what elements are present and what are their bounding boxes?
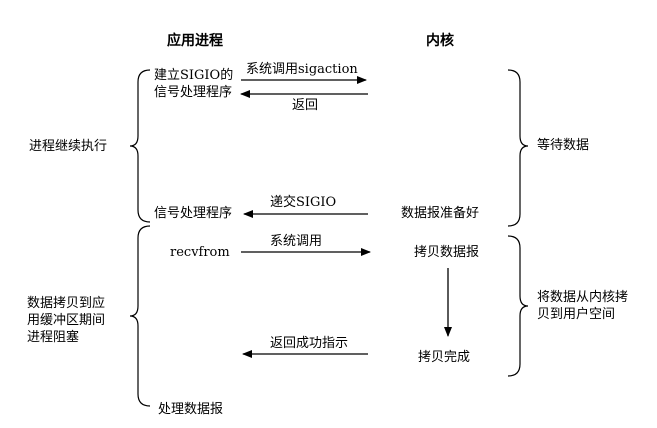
app-signal-handler: 信号处理程序 <box>154 206 233 221</box>
label-deliver-sigio: 递交SIGIO <box>270 195 337 210</box>
header-kernel: 内核 <box>426 33 454 49</box>
left-phase-blocked-line2: 用缓冲区期间 <box>27 313 106 328</box>
right-brace-wait <box>507 69 529 227</box>
label-sigaction-call: 系统调用sigaction <box>246 62 358 77</box>
app-create-handler-line2: 信号处理程序 <box>154 85 233 100</box>
app-recvfrom: recvfrom <box>170 245 230 260</box>
app-process-datagram: 处理数据报 <box>158 402 224 417</box>
left-phase-continue: 进程继续执行 <box>29 139 108 154</box>
left-phase-blocked-line1: 数据拷贝到应 <box>27 296 106 311</box>
kernel-copy-complete: 拷贝完成 <box>418 350 471 365</box>
label-system-call: 系统调用 <box>270 234 323 249</box>
header-app-process: 应用进程 <box>167 33 223 49</box>
right-phase-copy-line2: 贝到用户空间 <box>537 307 616 322</box>
left-phase-blocked-line3: 进程阻塞 <box>27 330 80 345</box>
right-phase-wait-data: 等待数据 <box>537 138 590 153</box>
right-phase-copy-line1: 将数据从内核拷 <box>537 290 629 305</box>
right-brace-copy <box>507 235 529 377</box>
kernel-datagram-ready: 数据报准备好 <box>401 206 480 221</box>
left-brace-blocked <box>129 225 151 407</box>
label-return: 返回 <box>292 98 319 113</box>
kernel-copy-datagram: 拷贝数据报 <box>414 245 480 260</box>
app-create-handler-line1: 建立SIGIO的 <box>154 68 234 83</box>
label-return-success: 返回成功指示 <box>270 336 349 351</box>
left-brace-continue <box>129 69 151 223</box>
